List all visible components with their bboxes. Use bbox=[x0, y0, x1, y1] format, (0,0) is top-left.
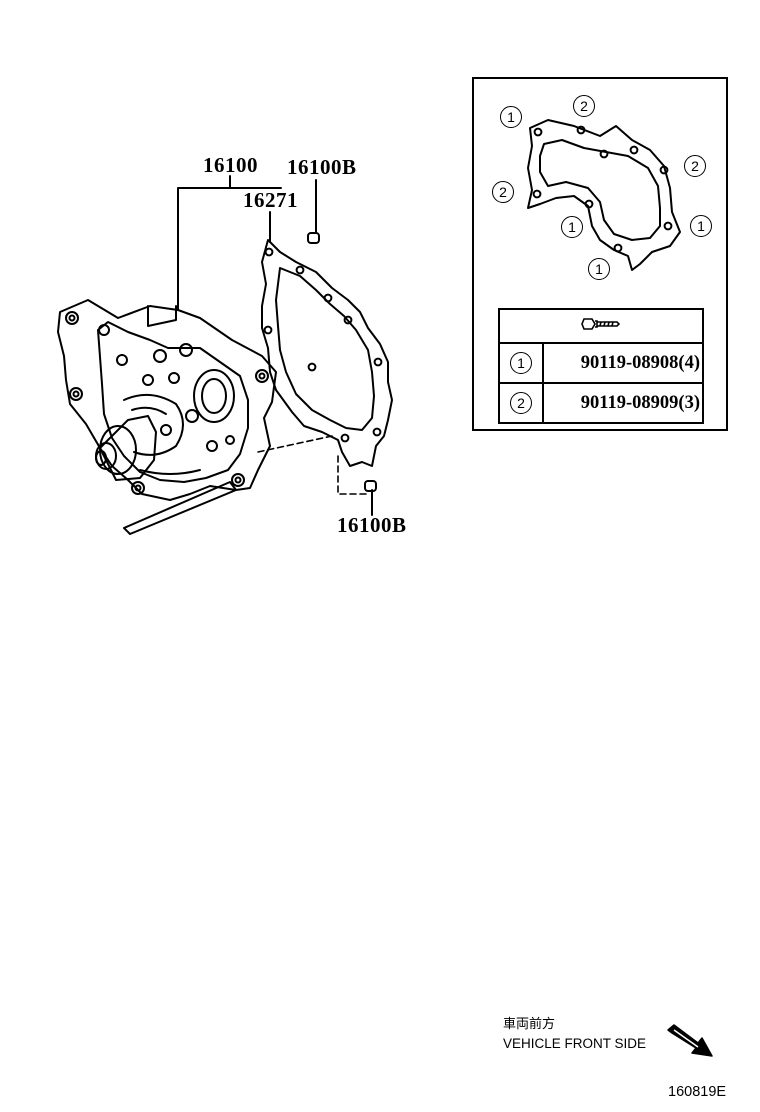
bolt-marker: 2 bbox=[684, 155, 706, 177]
alignment-dash bbox=[337, 455, 367, 495]
plug-bottom bbox=[364, 480, 377, 492]
inset-gasket bbox=[527, 119, 681, 271]
bolt-marker: 1 bbox=[588, 258, 610, 280]
water-pump-illustration bbox=[57, 299, 277, 535]
alignment-dash bbox=[257, 435, 333, 453]
vehicle-front-indicator: 車両前方 VEHICLE FRONT SIDE bbox=[503, 1016, 646, 1052]
bolt-table-row: 1 90119-08908(4) bbox=[498, 342, 704, 384]
direction-label-jp: 車両前方 bbox=[503, 1016, 556, 1031]
bolt-header-cell bbox=[498, 308, 704, 344]
leader-16100 bbox=[177, 175, 282, 311]
bolt-marker: 2 bbox=[492, 181, 514, 203]
part-number: 90119-08908(4) bbox=[542, 342, 704, 384]
bolt-table-header bbox=[498, 308, 704, 344]
bolt-marker: 1 bbox=[561, 216, 583, 238]
bolt-marker: 2 bbox=[573, 95, 595, 117]
arrow-down-right-icon bbox=[667, 1024, 713, 1057]
row-marker: 2 bbox=[510, 392, 532, 414]
bolt-marker: 1 bbox=[690, 215, 712, 237]
part-number: 90119-08909(3) bbox=[542, 382, 704, 424]
row-marker: 1 bbox=[510, 352, 532, 374]
bolt-icon bbox=[581, 317, 621, 330]
callout-16100b-top: 16100B bbox=[287, 155, 357, 179]
inset-panel bbox=[472, 77, 728, 431]
plug-top bbox=[307, 232, 320, 244]
bolt-table-row: 2 90119-08909(3) bbox=[498, 382, 704, 424]
illustration-code: 160819E bbox=[668, 1084, 727, 1100]
callout-16100: 16100 bbox=[203, 153, 258, 177]
callout-16100b-bottom: 16100B bbox=[337, 513, 407, 537]
direction-label-en: VEHICLE FRONT SIDE bbox=[503, 1036, 647, 1051]
bolt-marker: 1 bbox=[500, 106, 522, 128]
bolt-table: 1 90119-08908(4) 2 90119-08909(3) bbox=[498, 308, 704, 424]
callout-16271: 16271 bbox=[243, 188, 298, 212]
row-marker-cell: 1 bbox=[498, 342, 544, 384]
row-marker-cell: 2 bbox=[498, 382, 544, 424]
gasket-illustration bbox=[261, 239, 393, 467]
